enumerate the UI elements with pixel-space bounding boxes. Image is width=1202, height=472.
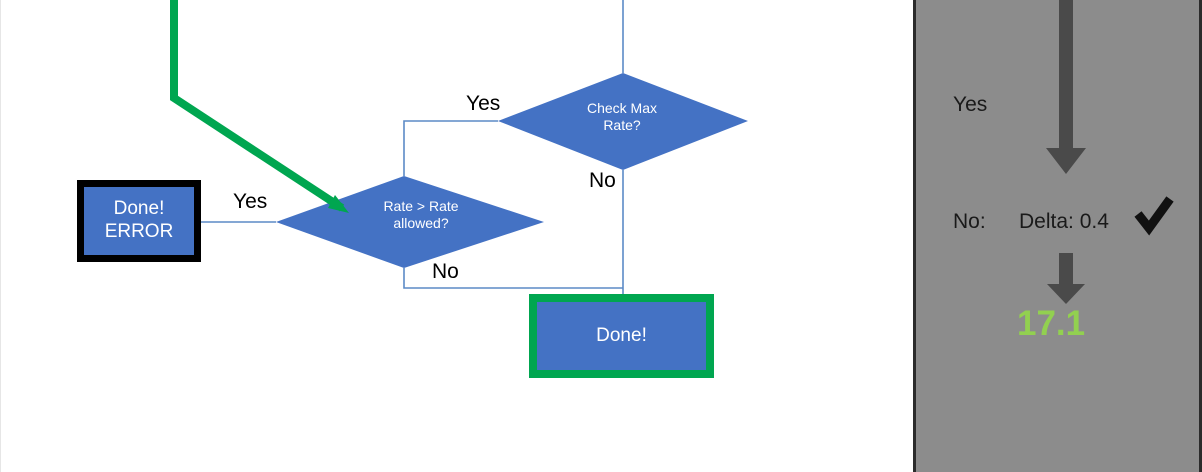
- side-panel-no-label: No:: [953, 210, 986, 233]
- process-done[interactable]: Done!: [529, 294, 714, 378]
- process-done-error[interactable]: Done! ERROR: [77, 180, 201, 262]
- side-panel-graphics: [1046, 0, 1174, 304]
- highlight-path-arrowhead: [328, 195, 349, 213]
- decision-check-max-rate[interactable]: [498, 73, 748, 170]
- flowchart-graphics: [170, 0, 748, 294]
- side-panel-result-value: 17.1: [1017, 304, 1086, 343]
- side-panel-delta-value: Delta: 0.4: [1019, 210, 1109, 233]
- edge-label-rate-yes: Yes: [233, 190, 268, 213]
- decision-rate-greater-than-allowed[interactable]: [276, 176, 544, 268]
- side-panel: Yes No: Delta: 0.4 17.1: [913, 0, 1202, 472]
- checkmark-icon: [1134, 196, 1174, 236]
- flowchart-canvas: Check Max Rate? Rate > Rate allowed? Don…: [0, 0, 748, 472]
- connector-rate-no: [403, 268, 623, 289]
- connector-check-max-yes: [403, 120, 498, 176]
- edge-label-check-max-no: No: [589, 169, 616, 192]
- highlight-path-green: [170, 0, 345, 212]
- side-panel-yes-label: Yes: [953, 93, 988, 116]
- down-arrow-top-icon: [1046, 0, 1086, 174]
- edge-label-rate-no: No: [432, 260, 459, 283]
- down-arrow-bottom-icon: [1047, 253, 1085, 304]
- edge-label-check-max-yes: Yes: [466, 92, 501, 115]
